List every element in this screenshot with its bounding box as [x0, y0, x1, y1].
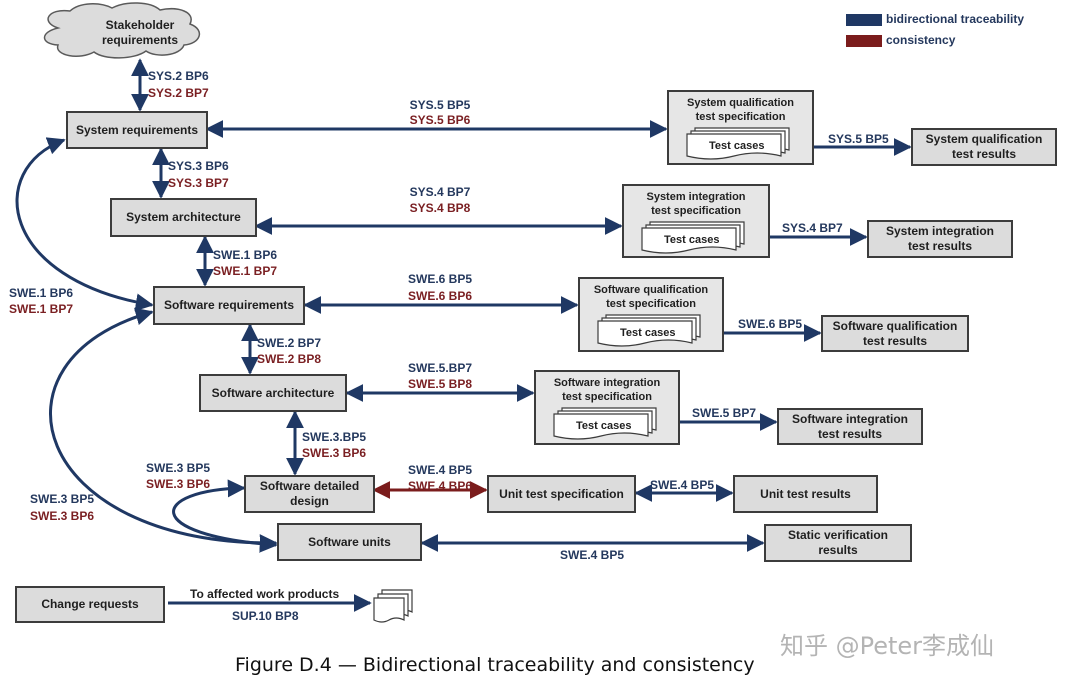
sys2-bp6-label: SYS.2 BP6	[148, 69, 209, 83]
swe1-bp7-label: SWE.1 BP7	[213, 264, 278, 278]
sup10-bp8-label: SUP.10 BP8	[232, 609, 299, 623]
test-cases-stack-icon	[686, 127, 790, 160]
software-integration-spec-box[interactable]: Software integration test specification …	[534, 370, 680, 445]
system-qualification-spec-title: System qualification test specification	[687, 97, 794, 123]
software-qualification-test-cases-label: Test cases	[620, 327, 676, 339]
swe6-bp5-results-label: SWE.6 BP5	[738, 317, 803, 331]
swe5-bp7-results-label: SWE.5 BP7	[692, 406, 757, 420]
test-cases-stack-icon	[553, 407, 657, 440]
swe6-bp5-label: SWE.6 BP5	[407, 272, 473, 286]
swe5-bp8-label: SWE.5 BP8	[407, 377, 473, 391]
software-units-label: Software units	[308, 534, 391, 549]
system-integration-results-box[interactable]: System integration test results	[867, 220, 1013, 258]
change-requests-label: Change requests	[41, 597, 139, 611]
affected-work-products-label: To affected work products	[190, 587, 340, 601]
system-architecture-box[interactable]: System architecture	[110, 198, 257, 237]
software-architecture-label: Software architecture	[211, 385, 335, 400]
system-architecture-label: System architecture	[126, 210, 241, 224]
system-integration-spec-title: System integration test specification	[646, 191, 746, 217]
swe4-bp6-label: SWE.4 BP6	[407, 479, 473, 493]
swe4-bp5-static-label: SWE.4 BP5	[560, 548, 625, 562]
software-detailed-design-box[interactable]: Software detailed design	[244, 475, 375, 513]
sys5-bp5-label: SYS.5 BP5	[409, 98, 471, 112]
system-integration-results-label: System integration test results	[885, 224, 995, 253]
system-qualification-results-label: System qualification test results	[925, 132, 1043, 161]
software-integration-test-cases-label: Test cases	[576, 420, 632, 432]
software-requirements-box[interactable]: Software requirements	[153, 286, 305, 325]
swe3-bp6-mid-label: SWE.3 BP6	[302, 446, 367, 460]
software-units-box[interactable]: Software units	[277, 523, 422, 561]
system-qualification-spec-box[interactable]: System qualification test specification …	[667, 90, 814, 165]
swe5-bp7-label: SWE.5.BP7	[407, 361, 473, 375]
software-detailed-design-label: Software detailed design	[259, 479, 360, 508]
swe3-bp5-far-label: SWE.3 BP5	[30, 492, 95, 506]
swe3-bp6-far-label: SWE.3 BP6	[30, 509, 95, 523]
test-cases-stack-icon	[597, 314, 701, 347]
software-integration-results-box[interactable]: Software integration test results	[777, 408, 923, 445]
software-qualification-spec-title: Software qualification test specificatio…	[593, 284, 709, 310]
system-requirements-label: System requirements	[75, 122, 199, 137]
system-qualification-results-box[interactable]: System qualification test results	[911, 128, 1057, 166]
software-qualification-results-box[interactable]: Software qualification test results	[821, 315, 969, 352]
software-requirements-label: Software requirements	[163, 298, 295, 312]
sys3-bp7-label: SYS.3 BP7	[168, 176, 229, 190]
swe1-bp7-left-label: SWE.1 BP7	[9, 302, 74, 316]
swe1-bp6-left-label: SWE.1 BP6	[9, 286, 74, 300]
unit-test-results-box[interactable]: Unit test results	[733, 475, 878, 513]
swe4-bp5-label: SWE.4 BP5	[407, 463, 473, 477]
software-architecture-box[interactable]: Software architecture	[199, 374, 347, 412]
watermark: 知乎 @Peter李成仙	[780, 632, 995, 660]
sys4-bp7-results-label: SYS.4 BP7	[782, 221, 843, 235]
sys5-bp5-results-label: SYS.5 BP5	[828, 132, 889, 146]
software-integration-results-label: Software integration test results	[791, 411, 908, 441]
figure-caption: Figure D.4 — Bidirectional traceability …	[235, 654, 755, 676]
swe4-bp5-results-label: SWE.4 BP5	[650, 478, 715, 492]
sys5-bp6-label: SYS.5 BP6	[409, 113, 471, 127]
curve-swunits-swdetailed	[172, 479, 278, 553]
change-requests-box[interactable]: Change requests	[15, 586, 165, 623]
system-integration-test-cases-label: Test cases	[664, 234, 720, 246]
unit-test-specification-box[interactable]: Unit test specification	[487, 475, 636, 513]
document-stack-icon	[373, 589, 413, 623]
legend-label-consistency: consistency	[886, 33, 956, 47]
legend-label-traceability: bidirectional traceability	[886, 12, 1025, 26]
swe3-bp5-mid-label: SWE.3.BP5	[302, 430, 367, 444]
swe2-bp8-label: SWE.2 BP8	[257, 352, 322, 366]
legend-swatch-traceability	[846, 14, 882, 26]
swe2-bp7-label: SWE.2 BP7	[257, 336, 322, 350]
curve-swunits-swreq	[48, 307, 278, 553]
system-integration-spec-box[interactable]: System integration test specification Te…	[622, 184, 770, 258]
unit-test-specification-label: Unit test specification	[499, 486, 624, 501]
sys2-bp7-label: SYS.2 BP7	[148, 86, 209, 100]
swe6-bp6-label: SWE.6 BP6	[407, 289, 473, 303]
system-requirements-box[interactable]: System requirements	[66, 111, 208, 149]
software-qualification-spec-box[interactable]: Software qualification test specificatio…	[578, 277, 724, 352]
system-qualification-test-cases-label: Test cases	[709, 140, 765, 152]
unit-test-results-label: Unit test results	[760, 486, 851, 501]
swe1-bp6-label: SWE.1 BP6	[213, 248, 278, 262]
test-cases-stack-icon	[641, 221, 745, 254]
legend-swatch-consistency	[846, 35, 882, 47]
sys4-bp8-label: SYS.4 BP8	[409, 201, 471, 215]
swe3-bp6-left-label: SWE.3 BP6	[146, 477, 211, 491]
static-verification-results-label: Static verification results	[787, 528, 889, 557]
stakeholder-requirements-label: Stakeholder requirements	[101, 18, 179, 47]
sys3-bp6-label: SYS.3 BP6	[168, 159, 229, 173]
software-qualification-results-label: Software qualification test results	[832, 318, 958, 348]
static-verification-results-box[interactable]: Static verification results	[764, 524, 912, 562]
sys4-bp7-label: SYS.4 BP7	[409, 185, 471, 199]
swe3-bp5-left-label: SWE.3 BP5	[146, 461, 211, 475]
software-integration-spec-title: Software integration test specification	[553, 377, 661, 403]
curve-swreq-sysreq	[15, 137, 154, 312]
